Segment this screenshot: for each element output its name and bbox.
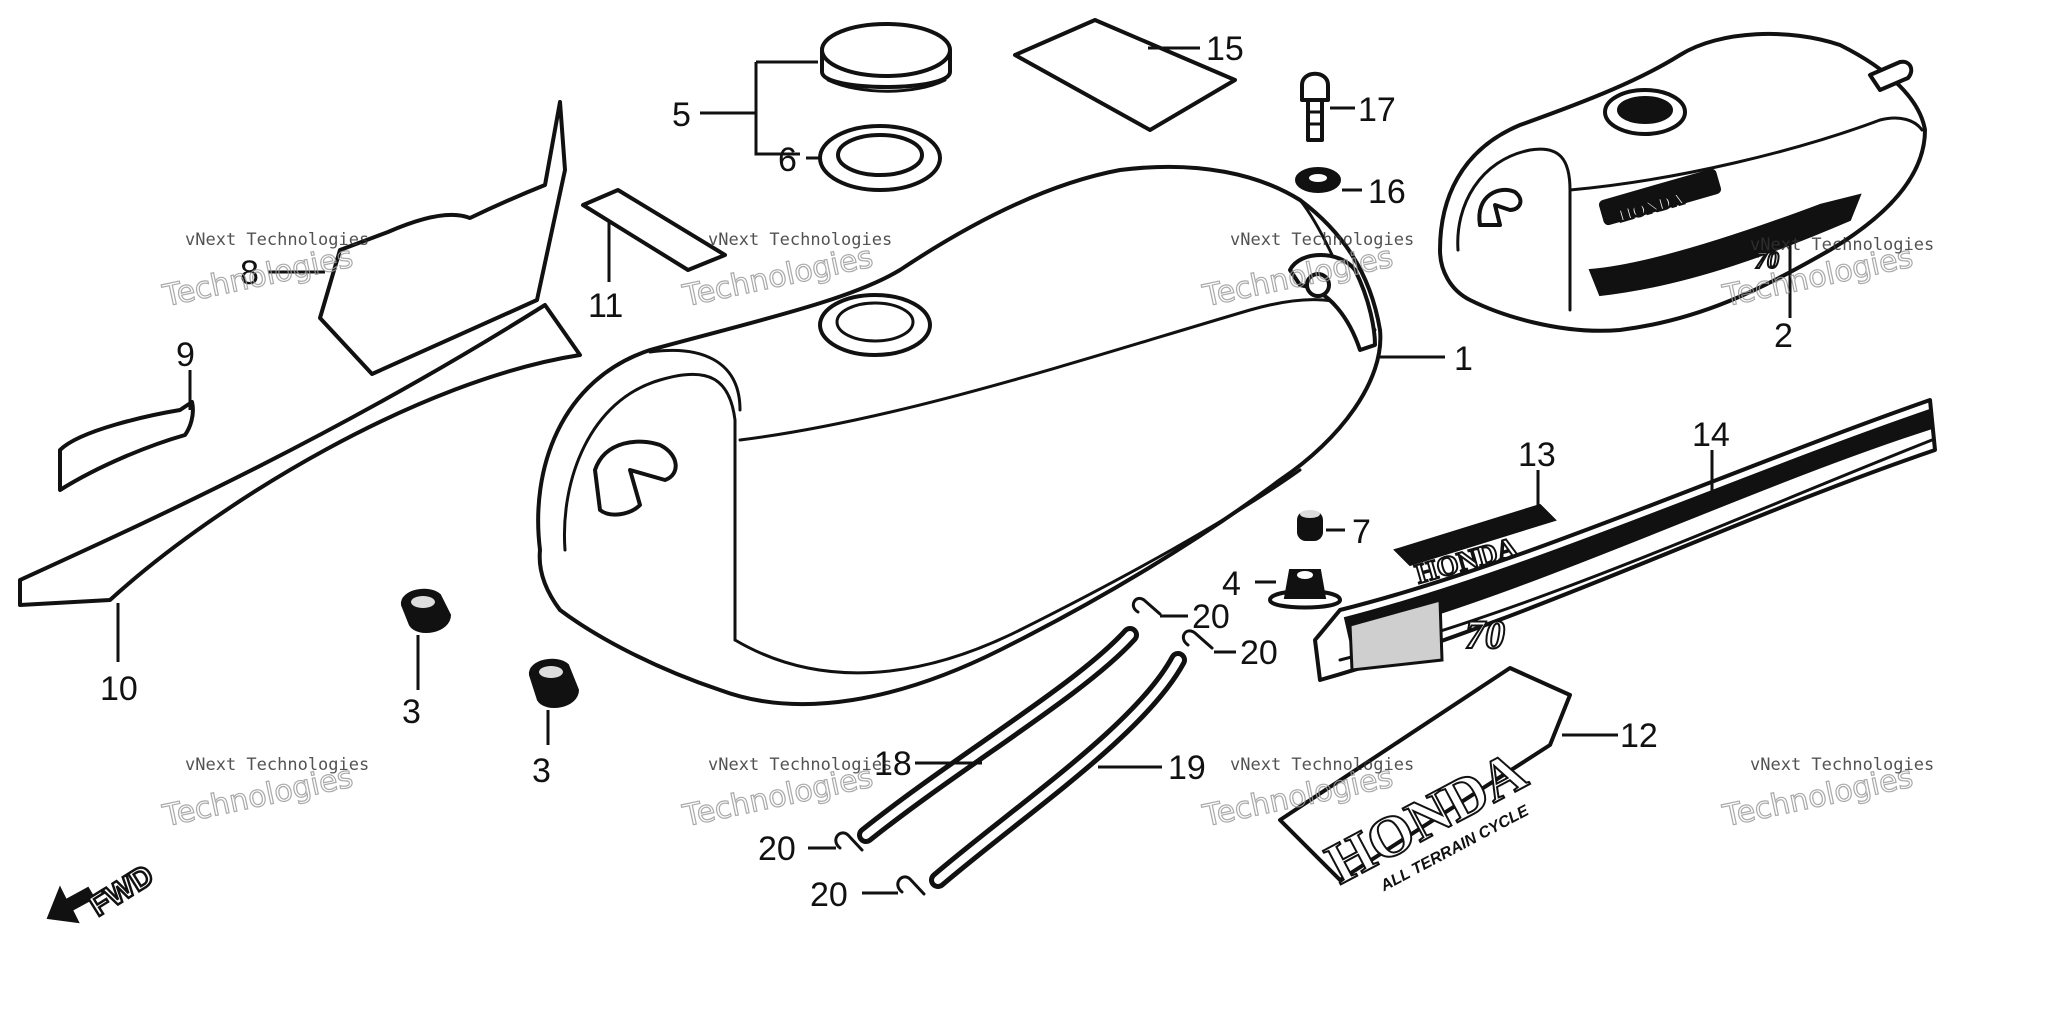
callout-20d: 20 (810, 876, 848, 914)
callout-4: 4 (1222, 565, 1241, 603)
fuel-valve-nut[interactable] (1268, 569, 1342, 610)
svg-text:vNext Technologies: vNext Technologies (1230, 755, 1414, 775)
grommet-upper[interactable] (401, 588, 452, 633)
fuel-cap[interactable] (820, 22, 952, 93)
callout-8: 8 (240, 254, 259, 292)
svg-text:vNext Technologies: vNext Technologies (1750, 755, 1934, 775)
svg-text:vNext Technologies: vNext Technologies (185, 755, 369, 775)
fuel-tank[interactable] (536, 164, 1383, 707)
forward-direction-marker: FWD (46, 858, 161, 924)
callout-20b: 20 (1240, 634, 1278, 672)
callout-12: 12 (1620, 717, 1658, 755)
callout-2: 2 (1774, 317, 1793, 355)
callout-20c: 20 (758, 830, 796, 868)
svg-text:vNext Technologies: vNext Technologies (708, 755, 892, 775)
fwd-label: FWD (84, 859, 159, 923)
svg-text:vNext Technologies: vNext Technologies (1750, 235, 1934, 255)
part-9-decal[interactable] (58, 400, 195, 492)
part-11-strip[interactable] (581, 188, 727, 272)
callout-18: 18 (874, 745, 912, 783)
fuel-tank-painted[interactable]: HONDA 70 (1438, 31, 1927, 333)
hose-clip-lower-2[interactable] (896, 875, 926, 896)
svg-text:vNext Technologies: vNext Technologies (1230, 230, 1414, 250)
callout-1: 1 (1454, 340, 1473, 378)
callout-14: 14 (1692, 416, 1730, 454)
callout-9: 9 (176, 336, 195, 374)
callout-3a: 3 (402, 693, 421, 731)
hose-clip-upper-2[interactable] (1181, 629, 1214, 650)
callout-6: 6 (778, 141, 797, 179)
part-15-pad[interactable] (1013, 18, 1237, 132)
part-8-pad[interactable] (318, 100, 567, 376)
grommet-lower[interactable] (529, 658, 580, 708)
watermark-4: Technologies vNext Technologies (1719, 235, 1935, 315)
small-cap[interactable] (1297, 510, 1323, 541)
callout-19: 19 (1168, 749, 1206, 787)
watermark-6: Technologies vNext Technologies (679, 755, 893, 835)
washer[interactable] (1295, 167, 1341, 193)
callout-7: 7 (1352, 513, 1371, 551)
callout-15: 15 (1206, 30, 1244, 68)
bolt[interactable] (1300, 71, 1330, 142)
callout-17: 17 (1358, 91, 1396, 129)
callout-16: 16 (1368, 173, 1406, 211)
callout-10: 10 (100, 670, 138, 708)
svg-text:vNext Technologies: vNext Technologies (185, 230, 369, 250)
tank-decal-model: 70 (1755, 248, 1779, 274)
hose-clip-upper-1[interactable] (1131, 597, 1162, 616)
hose-clip-lower-1[interactable] (834, 831, 864, 852)
callout-3b: 3 (532, 752, 551, 790)
cap-gasket[interactable] (818, 124, 942, 192)
watermark-5: Technologies vNext Technologies (159, 755, 370, 835)
callout-20a: 20 (1192, 598, 1230, 636)
bracket-5-6 (754, 62, 800, 156)
svg-text:vNext Technologies: vNext Technologies (708, 230, 892, 250)
part-10-strip[interactable] (18, 303, 582, 607)
stripe-model-number: 70 (1465, 612, 1505, 657)
callout-13: 13 (1518, 436, 1556, 474)
side-stripe[interactable]: 70 (1313, 398, 1937, 682)
watermark-8: Technologies vNext Technologies (1719, 755, 1935, 835)
callout-5: 5 (672, 96, 691, 134)
fuel-hose-18[interactable] (857, 626, 1139, 844)
callout-11: 11 (588, 287, 623, 325)
fuel-hose-19[interactable] (929, 651, 1187, 889)
